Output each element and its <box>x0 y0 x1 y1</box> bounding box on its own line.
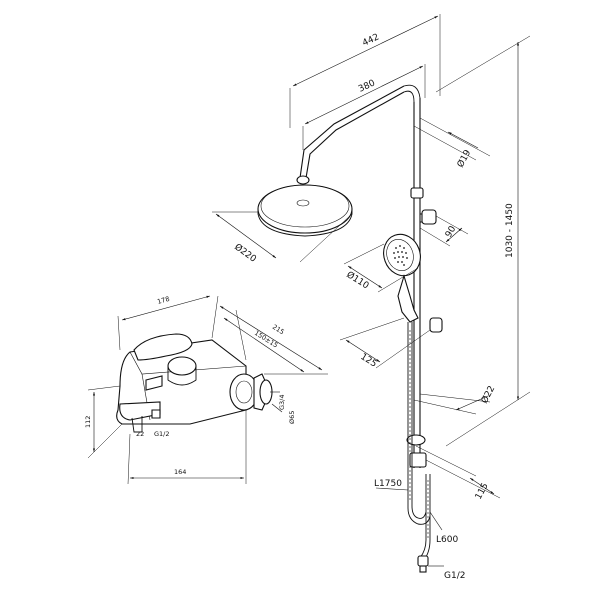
label-arm-length: 380 <box>357 78 377 94</box>
label-mixer-eccentric-thread: G3/4 <box>278 395 286 411</box>
label-mixer-length: 164 <box>174 468 186 476</box>
shower-column <box>296 84 443 468</box>
label-bracket-offset: 115 <box>474 482 491 502</box>
mixer-dimensions <box>87 295 328 485</box>
label-column-diameter: Ø22 <box>479 384 497 406</box>
label-mixer-inlet-thread: G1/2 <box>154 430 170 438</box>
column-dimensions <box>212 14 531 567</box>
label-head-diameter: Ø220 <box>232 242 258 265</box>
label-thread: G1/2 <box>444 571 465 581</box>
hand-shower <box>383 233 421 323</box>
shower-hose <box>407 322 431 573</box>
label-hose-short: L600 <box>436 535 458 545</box>
label-mixer-height: 112 <box>84 416 92 428</box>
label-mixer-depth: 215 <box>271 323 286 336</box>
label-mixer-spout: 22 <box>136 430 144 438</box>
rain-shower-head <box>257 184 353 237</box>
label-holder-offset: 90 <box>444 224 459 239</box>
label-mixer-width: 178 <box>156 295 170 306</box>
label-height-range: 1030 - 1450 <box>505 203 515 258</box>
label-hand-offset: 125 <box>358 352 378 370</box>
label-mixer-flange: Ø65 <box>288 411 296 424</box>
label-overall-width: 442 <box>361 32 381 48</box>
label-hose-long: L1750 <box>374 479 402 489</box>
bath-mixer <box>116 333 273 433</box>
label-pipe-diameter: Ø19 <box>455 148 474 170</box>
